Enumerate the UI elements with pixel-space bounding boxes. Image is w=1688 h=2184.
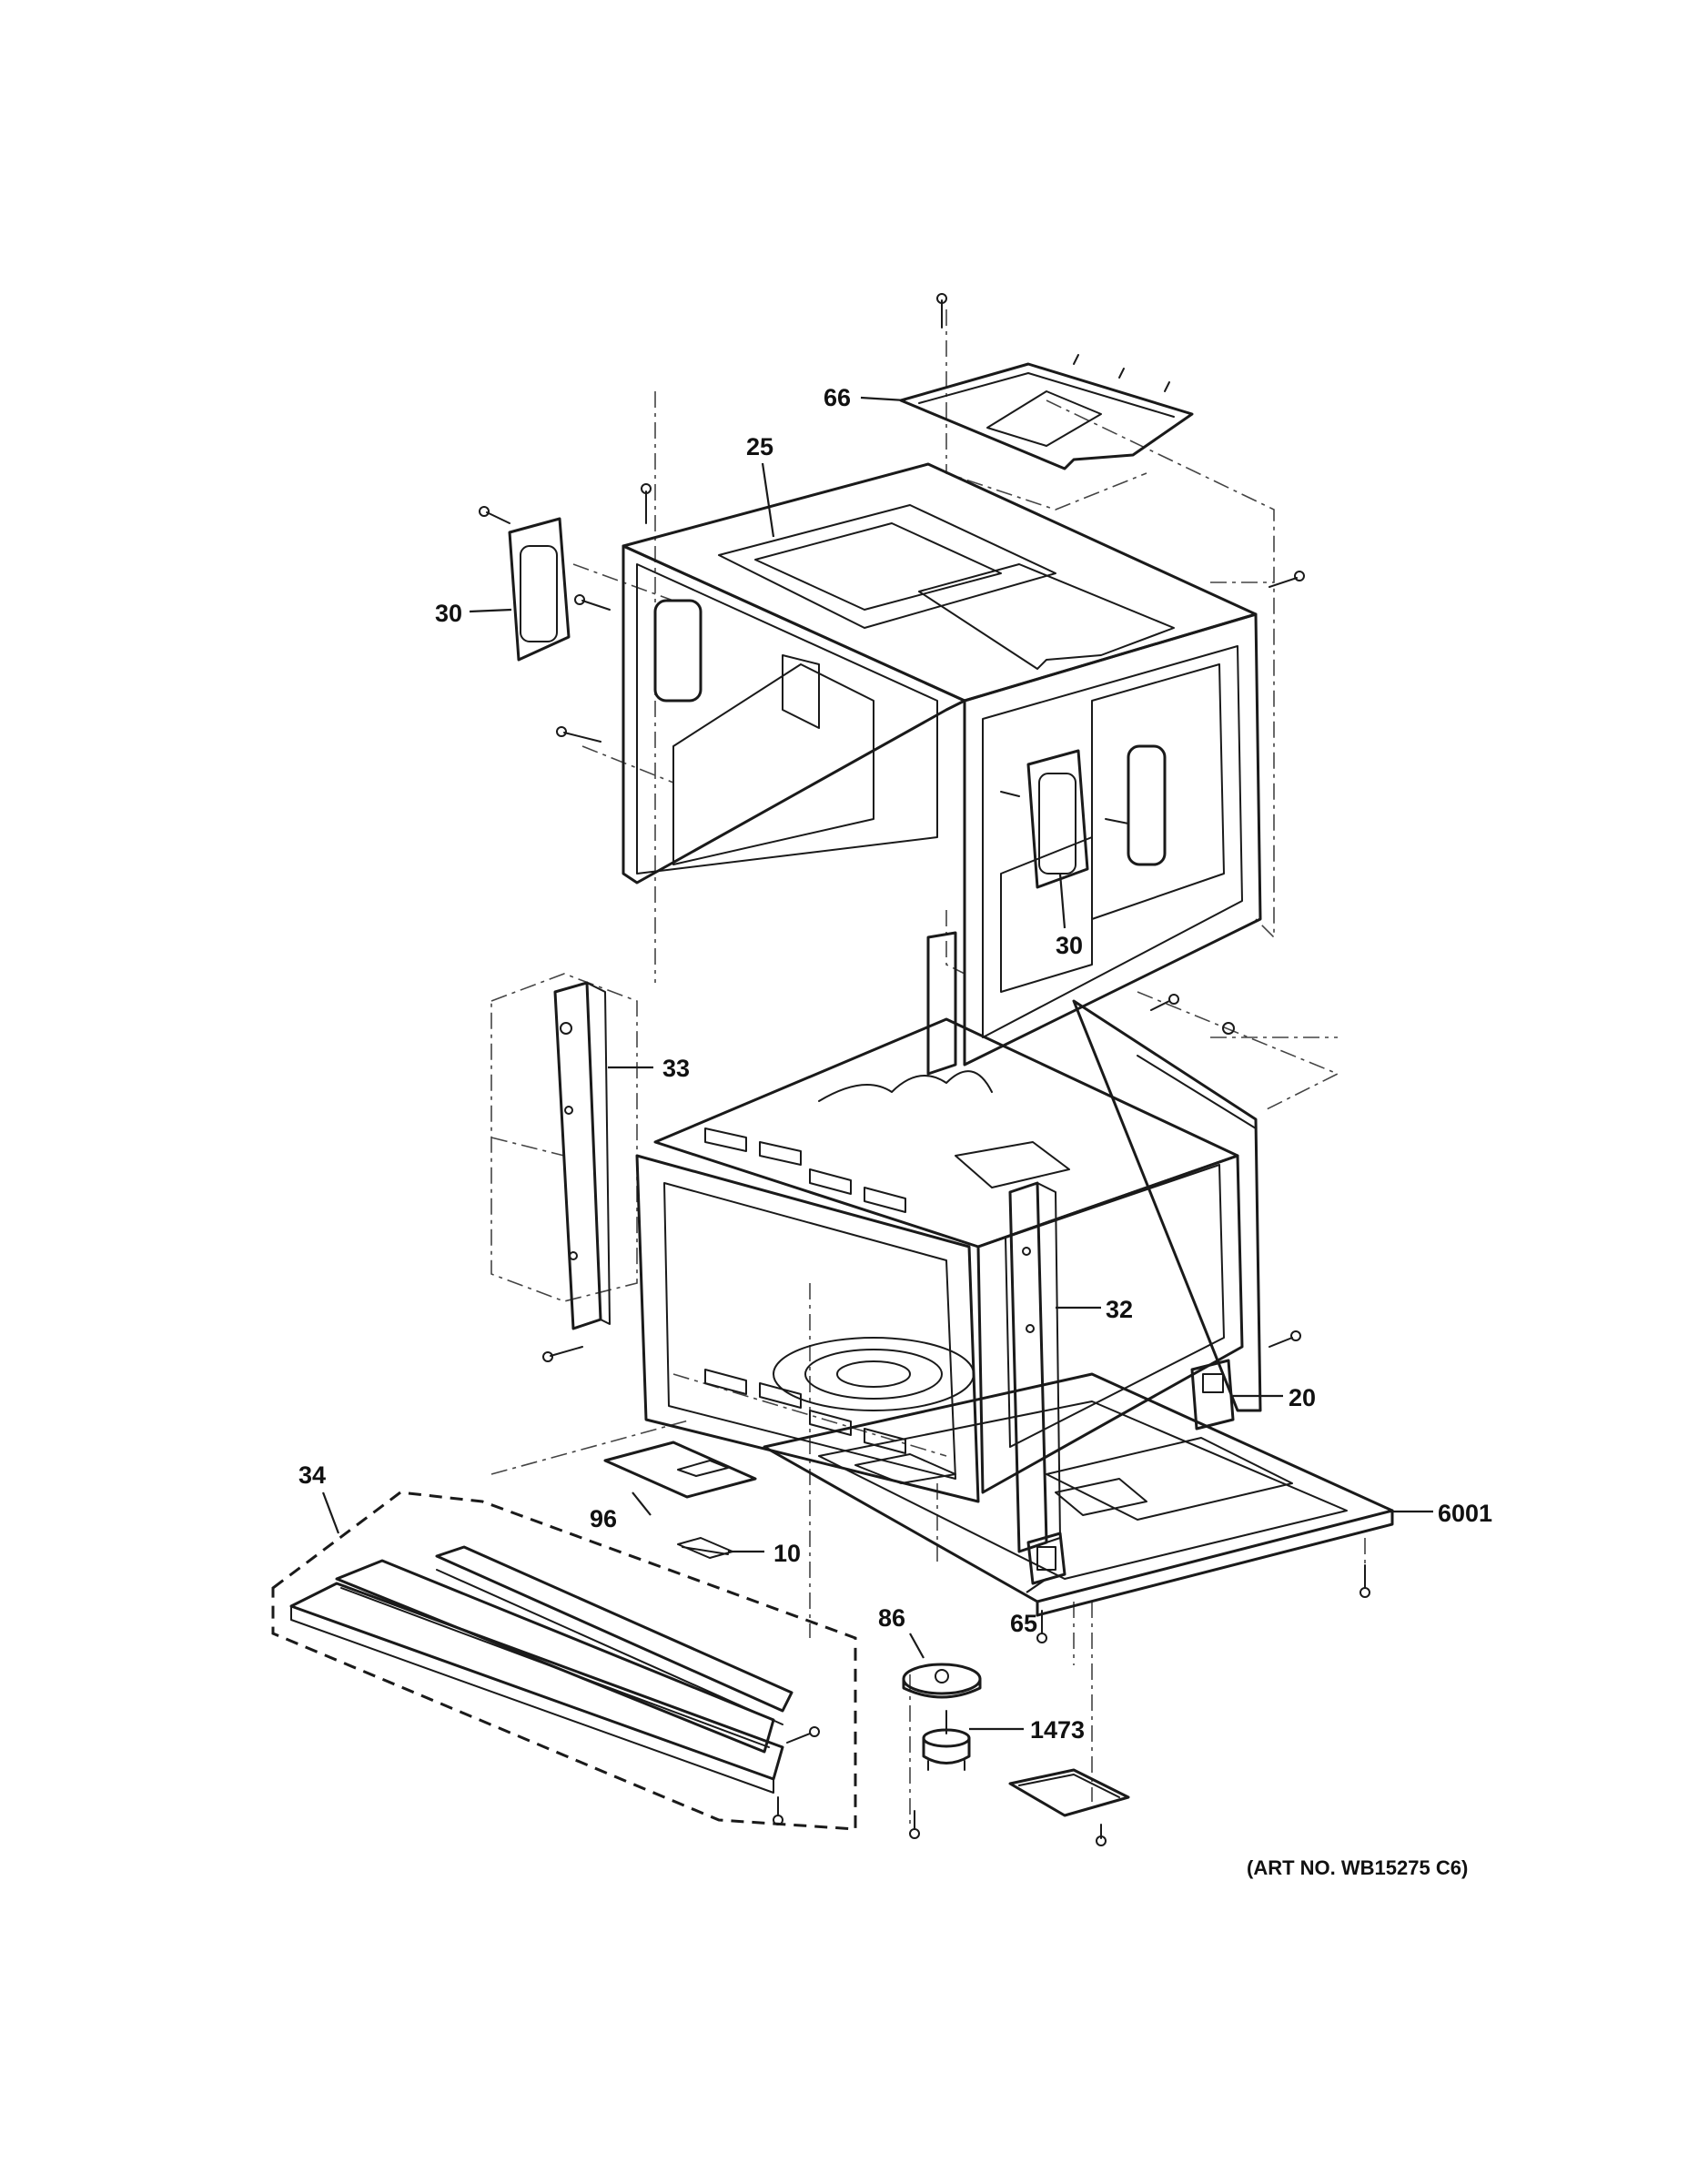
- part-1473-motor: [909, 1710, 971, 1839]
- callout-6001: 6001: [1438, 1500, 1492, 1527]
- part-96-panel: [603, 1441, 757, 1499]
- cavity-slots: [704, 1127, 906, 1454]
- callout-66: 66: [824, 384, 851, 411]
- part-33-left-bracket: [542, 981, 611, 1362]
- part-20-vent-cover: [1190, 1330, 1301, 1431]
- inner-oven-cavity: [635, 931, 1262, 1503]
- callout-65: 65: [1010, 1610, 1037, 1637]
- callout-25: 25: [746, 433, 773, 460]
- part-10-pad: [677, 1537, 733, 1559]
- art-number: (ART NO. WB15275 C6): [1247, 1856, 1468, 1879]
- callout-leaders: [321, 396, 1433, 1731]
- part-86-coupler: [902, 1663, 982, 1699]
- part-25-outer-wrapper: [556, 462, 1305, 1067]
- part-30-left-gasket: [479, 506, 571, 662]
- callout-86: 86: [878, 1604, 905, 1632]
- part-30-right-gasket: [1026, 749, 1089, 889]
- callout-1473: 1473: [1030, 1716, 1085, 1744]
- part-32-right-bracket: [1008, 1181, 1061, 1553]
- callout-34: 34: [298, 1461, 326, 1489]
- callout-32: 32: [1106, 1296, 1133, 1323]
- callout-10: 10: [773, 1540, 801, 1567]
- callout-30-left: 30: [435, 600, 462, 627]
- callout-33: 33: [662, 1055, 690, 1082]
- callout-30-right: 30: [1056, 932, 1083, 959]
- part-34-trim-kit: [271, 1491, 857, 1831]
- alignment-lines: [490, 309, 1366, 1829]
- motor-cover-plate: [1008, 1768, 1130, 1846]
- callout-20: 20: [1289, 1384, 1316, 1411]
- part-66-top-cover: [899, 293, 1194, 470]
- part-65-front-bracket: [1026, 1532, 1066, 1643]
- callout-96: 96: [590, 1505, 617, 1532]
